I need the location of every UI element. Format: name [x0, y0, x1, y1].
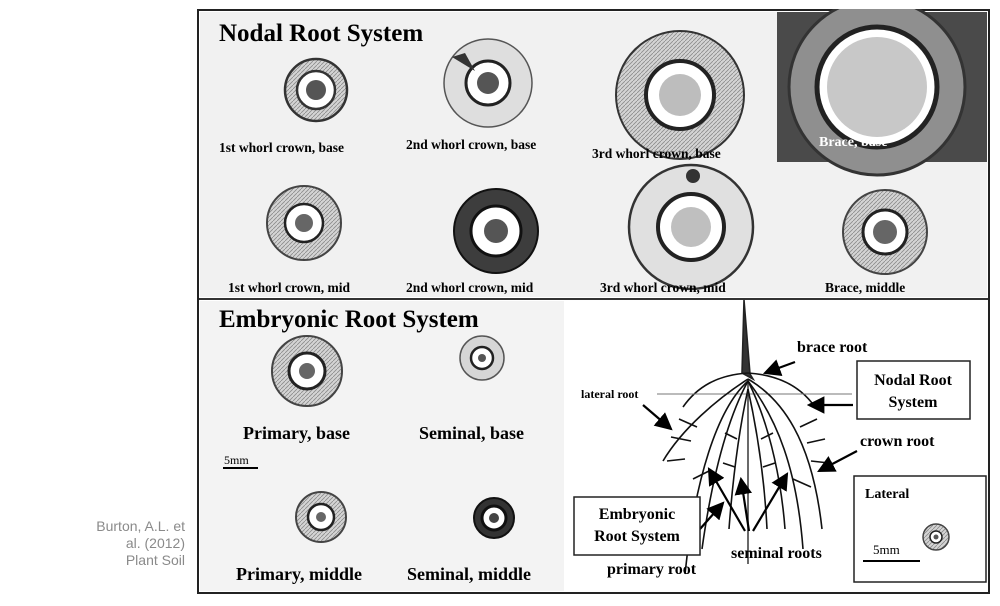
nodal-box-line2: System	[889, 394, 939, 411]
label-3rd-whorl-base: 3rd whorl crown, base	[592, 146, 721, 161]
diagram-arrows	[642, 359, 858, 532]
section-3rd-whorl-mid	[627, 163, 755, 291]
nodal-root-system-box	[856, 360, 971, 420]
inset-title: Lateral	[865, 487, 909, 502]
label-brace-base: Brace, base	[819, 135, 887, 150]
label-primary-middle: Primary, middle	[236, 564, 362, 584]
label-lateral-root: lateral root	[581, 387, 638, 401]
label-3rd-whorl-mid: 3rd whorl crown, mid	[600, 280, 726, 295]
label-2nd-whorl-base: 2nd whorl crown, base	[406, 137, 536, 152]
embryonic-box-line2: Root System	[594, 528, 680, 545]
citation: Burton, A.L. et al. (2012) Plant Soil	[40, 518, 185, 569]
label-seminal-roots: seminal roots	[731, 545, 822, 562]
section-lateral	[922, 523, 950, 551]
section-2nd-whorl-base	[443, 38, 533, 128]
section-brace-base	[777, 9, 987, 177]
section-1st-whorl-base	[283, 57, 349, 123]
section-seminal-middle	[473, 497, 515, 539]
citation-year: al. (2012)	[125, 535, 185, 551]
embryonic-root-system-box	[573, 496, 701, 556]
section-2nd-whorl-mid	[453, 188, 539, 274]
nodal-title: Nodal Root System	[219, 20, 423, 47]
label-seminal-middle: Seminal, middle	[407, 564, 531, 584]
section-1st-whorl-mid	[266, 185, 342, 261]
root-anatomy-figure: Nodal Root System 1st whorl crown, base …	[197, 9, 990, 594]
label-brace-root: brace root	[797, 339, 868, 356]
embryonic-title: Embryonic Root System	[219, 306, 479, 333]
label-brace-middle: Brace, middle	[825, 280, 905, 295]
inset-scale-label: 5mm	[873, 542, 900, 557]
embryonic-box-line1: Embryonic	[599, 506, 675, 523]
label-seminal-base: Seminal, base	[419, 423, 524, 443]
nodal-box-line1: Nodal Root	[874, 372, 952, 389]
lateral-inset-box	[853, 475, 987, 583]
citation-journal: Plant Soil	[125, 552, 185, 568]
label-1st-whorl-base: 1st whorl crown, base	[219, 140, 344, 155]
label-2nd-whorl-mid: 2nd whorl crown, mid	[406, 280, 534, 295]
label-1st-whorl-mid: 1st whorl crown, mid	[228, 280, 350, 295]
section-primary-middle	[295, 491, 347, 543]
embryonic-panel	[200, 301, 564, 591]
section-primary-base	[271, 335, 343, 407]
embryonic-scale-label: 5mm	[224, 453, 249, 467]
citation-authors: Burton, A.L. et	[96, 518, 185, 534]
label-primary-base: Primary, base	[243, 423, 350, 443]
label-primary-root: primary root	[607, 561, 697, 578]
section-brace-middle	[842, 189, 928, 275]
section-3rd-whorl-base	[615, 30, 745, 160]
label-crown-root: crown root	[860, 433, 935, 450]
section-seminal-base	[459, 335, 505, 381]
